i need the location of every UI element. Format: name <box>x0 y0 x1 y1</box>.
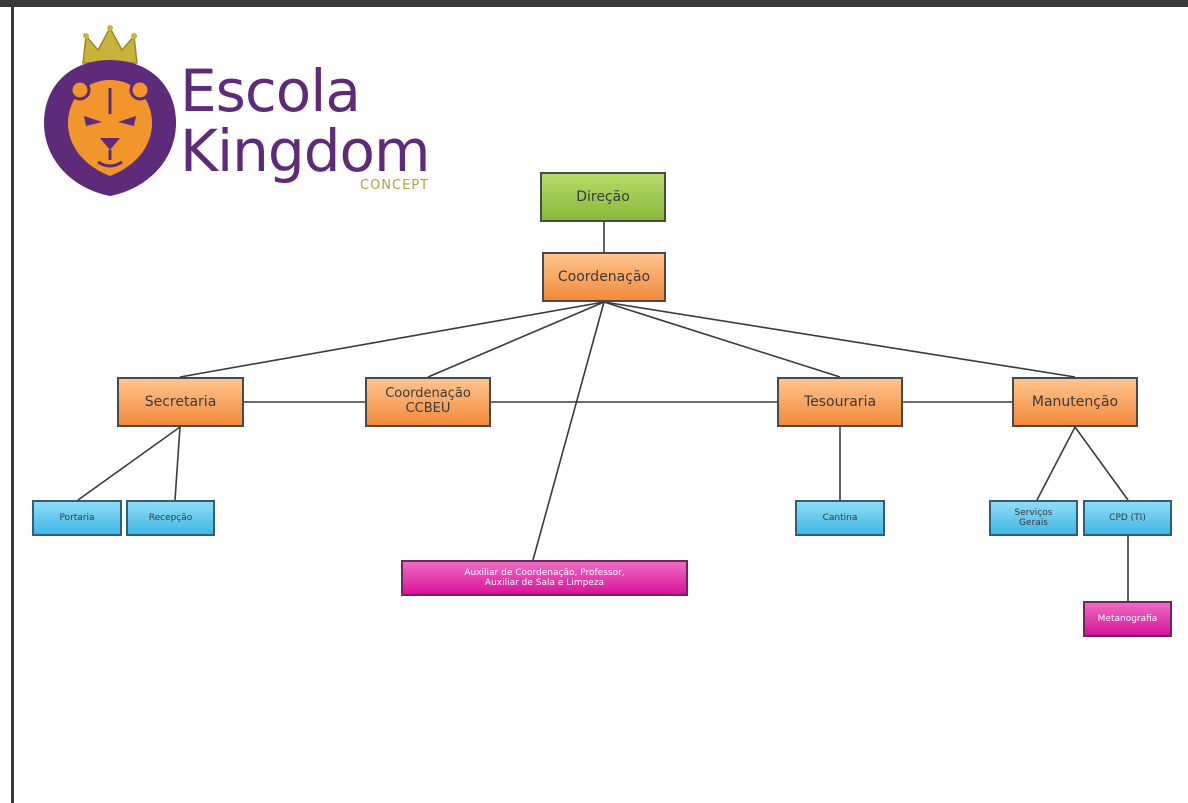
node-direcao: Direção <box>540 172 666 222</box>
connector-manutencao-cpd <box>1074 426 1129 501</box>
node-coordenacao-ccbeu: Coordenação CCBEU <box>365 377 491 427</box>
connector-manutencao-servicos <box>1036 426 1076 501</box>
school-logo: Escola Kingdom CONCEPT <box>38 18 468 198</box>
node-secretaria: Secretaria <box>117 377 244 427</box>
logo-tagline: CONCEPT <box>360 178 430 193</box>
node-manutencao: Manutenção <box>1012 377 1138 427</box>
lion-crown-icon <box>44 25 176 196</box>
node-portaria: Portaria <box>32 500 122 536</box>
connector-secretaria-recepcao <box>174 426 181 501</box>
node-tesouraria: Tesouraria <box>777 377 903 427</box>
node-auxiliar: Auxiliar de Coordenação, Professor, Auxi… <box>401 560 688 596</box>
connector-coord-tesouraria <box>603 301 841 378</box>
node-cantina: Cantina <box>795 500 885 536</box>
logo-line-escola: Escola <box>180 57 361 125</box>
connector-coord-manutencao <box>603 301 1076 378</box>
node-coordenacao: Coordenação <box>542 252 666 302</box>
frame-top-border <box>0 0 1188 7</box>
node-servicos-gerais: Serviços Gerais <box>989 500 1078 536</box>
logo-line-kingdom: Kingdom <box>180 117 431 185</box>
connector-coord-ccbeu <box>427 301 605 378</box>
node-cpd-ti: CPD (TI) <box>1083 500 1172 536</box>
node-recepcao: Recepção <box>126 500 215 536</box>
connector-coord-secretaria <box>179 301 605 378</box>
connector-secretaria-portaria <box>77 426 181 501</box>
node-metanografia: Metanografia <box>1083 601 1172 637</box>
frame-left-border <box>11 0 14 803</box>
connector-coord-auxiliar <box>532 301 605 561</box>
